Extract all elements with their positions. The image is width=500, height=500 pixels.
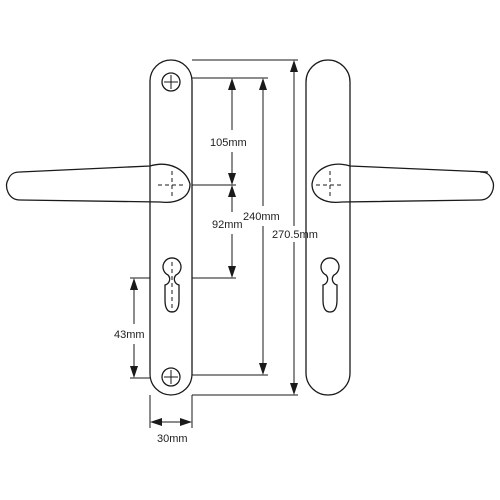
left-backplate	[149, 59, 193, 396]
label-30mm: 30mm	[157, 433, 188, 445]
right-cylinder-cutout-icon	[320, 257, 340, 313]
label-105mm: 105mm	[210, 137, 247, 149]
extension-lines	[130, 59, 298, 428]
left-lever-handle	[5, 163, 191, 204]
dimension-92mm: 92mm	[212, 185, 243, 278]
label-43mm: 43mm	[114, 329, 145, 341]
left-plate-outline	[149, 59, 193, 396]
right-lever-handle	[311, 163, 495, 204]
left-cylinder-cutout-icon	[162, 257, 182, 313]
right-backplate	[305, 59, 351, 396]
right-plate-outline	[305, 59, 351, 396]
label-270-5mm: 270.5mm	[272, 229, 318, 241]
dimension-30mm: 30mm	[150, 418, 192, 445]
dimension-43mm: 43mm	[114, 278, 145, 378]
dimension-240mm: 240mm	[243, 78, 280, 375]
label-92mm: 92mm	[212, 219, 243, 231]
left-bottom-screw-icon	[161, 367, 181, 387]
left-top-screw-icon	[161, 72, 181, 92]
dimension-105mm: 105mm	[210, 78, 247, 185]
dimension-270-5mm: 270.5mm	[272, 60, 318, 395]
label-240mm: 240mm	[243, 211, 280, 223]
